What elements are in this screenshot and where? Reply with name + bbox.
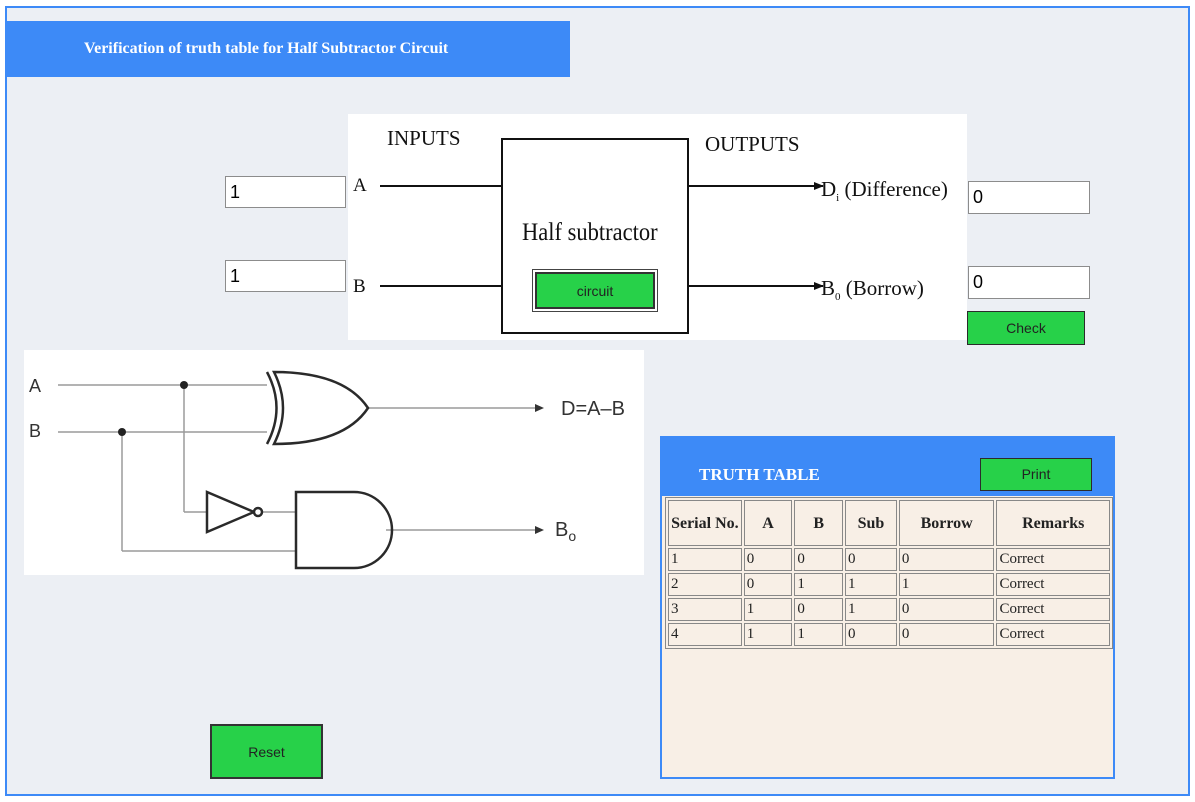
- cell-b: 0: [794, 548, 844, 571]
- and-gate-body: [294, 490, 394, 570]
- cell-b: 0: [794, 598, 844, 621]
- borrow-output-field[interactable]: 0: [968, 266, 1090, 299]
- cell-serial: 3: [668, 598, 742, 621]
- cell-a: 0: [743, 548, 793, 571]
- circuit-button-frame: circuit: [532, 269, 658, 312]
- cell-sub: 1: [845, 598, 897, 621]
- page-title: Verification of truth table for Half Sub…: [7, 21, 570, 77]
- logic-input-a-label: A: [29, 376, 42, 396]
- borrow-output-label: B0 (Borrow): [821, 276, 924, 304]
- logic-gate-diagram: A B D=A–B Bo: [24, 350, 644, 575]
- input-b-field[interactable]: 1: [225, 260, 346, 292]
- truth-table-header: TRUTH TABLE Print: [662, 438, 1113, 496]
- cell-b: 1: [794, 623, 844, 646]
- truth-table-panel: TRUTH TABLE Print Serial No. A B Sub Bor…: [660, 436, 1115, 779]
- column-header-a: A: [743, 500, 793, 546]
- inputs-label: INPUTS: [387, 126, 461, 150]
- reset-button[interactable]: Reset: [210, 724, 323, 779]
- cell-serial: 2: [668, 573, 742, 596]
- cell-sub: 0: [845, 548, 897, 571]
- cell-borrow: 1: [898, 573, 995, 596]
- cell-remarks: Correct: [996, 548, 1110, 571]
- logic-difference-output-label: D=A–B: [561, 398, 625, 420]
- table-row: 4 1 1 0 0 Correct: [668, 623, 1110, 646]
- outputs-label: OUTPUTS: [705, 132, 800, 156]
- table-row: 2 0 1 1 1 Correct: [668, 573, 1110, 596]
- junction-dot-a: [180, 381, 188, 389]
- cell-b: 1: [794, 573, 844, 596]
- difference-output-label: Di (Difference): [821, 177, 948, 205]
- logic-input-b-label: B: [29, 421, 42, 441]
- xor-gate-body: [271, 370, 370, 446]
- cell-remarks: Correct: [996, 573, 1110, 596]
- cell-borrow: 0: [898, 598, 995, 621]
- truth-table: Serial No. A B Sub Borrow Remarks 1 0 0 …: [665, 497, 1113, 649]
- not-gate-bubble: [252, 506, 264, 518]
- cell-a: 1: [743, 598, 793, 621]
- half-subtractor-label: Half subtractor: [522, 219, 658, 246]
- cell-borrow: 0: [898, 548, 995, 571]
- column-header-b: B: [794, 500, 844, 546]
- column-header-borrow: Borrow: [898, 500, 995, 546]
- column-header-sub: Sub: [845, 500, 897, 546]
- cell-borrow: 0: [898, 623, 995, 646]
- cell-a: 1: [743, 623, 793, 646]
- main-frame: Verification of truth table for Half Sub…: [5, 6, 1190, 796]
- cell-a: 0: [743, 573, 793, 596]
- truth-table-title: TRUTH TABLE: [699, 465, 820, 484]
- logic-gate-svg: [58, 370, 544, 570]
- cell-remarks: Correct: [996, 598, 1110, 621]
- logic-borrow-output-label: Bo: [555, 519, 577, 544]
- column-header-serial: Serial No.: [668, 500, 742, 546]
- cell-serial: 1: [668, 548, 742, 571]
- xor-gate-back-curve: [265, 371, 278, 445]
- column-header-remarks: Remarks: [996, 500, 1110, 546]
- difference-output-field[interactable]: 0: [968, 181, 1090, 214]
- table-row: 1 0 0 0 0 Correct: [668, 548, 1110, 571]
- truth-table-header-row: Serial No. A B Sub Borrow Remarks: [668, 500, 1110, 546]
- cell-sub: 1: [845, 573, 897, 596]
- circuit-button[interactable]: circuit: [535, 272, 655, 309]
- input-a-label: A: [353, 175, 367, 196]
- not-gate-triangle: [205, 490, 258, 534]
- cell-sub: 0: [845, 623, 897, 646]
- junction-dot-b: [118, 428, 126, 436]
- cell-serial: 4: [668, 623, 742, 646]
- table-row: 3 1 0 1 0 Correct: [668, 598, 1110, 621]
- print-button[interactable]: Print: [980, 458, 1092, 491]
- check-button[interactable]: Check: [967, 311, 1085, 345]
- input-b-label: B: [353, 276, 366, 297]
- half-subtractor-block-diagram: INPUTS OUTPUTS A B Half subtractor Di (D…: [348, 114, 967, 340]
- cell-remarks: Correct: [996, 623, 1110, 646]
- input-a-field[interactable]: 1: [225, 176, 346, 208]
